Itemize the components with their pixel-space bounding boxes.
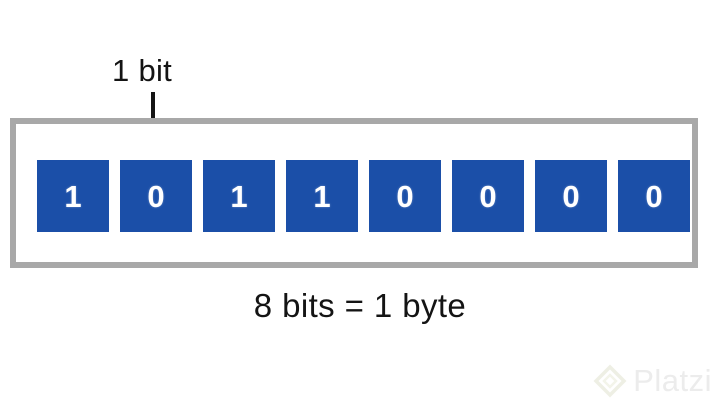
- bit-cell[interactable]: 0: [618, 160, 690, 232]
- bit-cell[interactable]: 1: [37, 160, 109, 232]
- bit-cell[interactable]: 0: [120, 160, 192, 232]
- bit-cell[interactable]: 1: [286, 160, 358, 232]
- bit-cell[interactable]: 0: [369, 160, 441, 232]
- bit-cell[interactable]: 1: [203, 160, 275, 232]
- bit-value: 1: [230, 178, 248, 214]
- bit-cell[interactable]: 0: [535, 160, 607, 232]
- watermark-brand-text: Platzi: [633, 363, 712, 398]
- callout-label-1-bit: 1 bit: [112, 53, 173, 88]
- bit-cell[interactable]: 0: [452, 160, 524, 232]
- watermark: Platzi: [593, 364, 712, 398]
- bits-row: 1 0 1 1 0 0 0 0: [37, 160, 691, 232]
- bit-value: 0: [479, 178, 497, 214]
- bit-value: 1: [64, 178, 82, 214]
- bit-value: 0: [147, 178, 165, 214]
- bit-value: 0: [645, 178, 663, 214]
- bit-value: 1: [313, 178, 331, 214]
- bit-value: 0: [396, 178, 414, 214]
- platzi-diamond-icon: [593, 364, 627, 398]
- bit-value: 0: [562, 178, 580, 214]
- diagram-caption: 8 bits = 1 byte: [253, 287, 467, 324]
